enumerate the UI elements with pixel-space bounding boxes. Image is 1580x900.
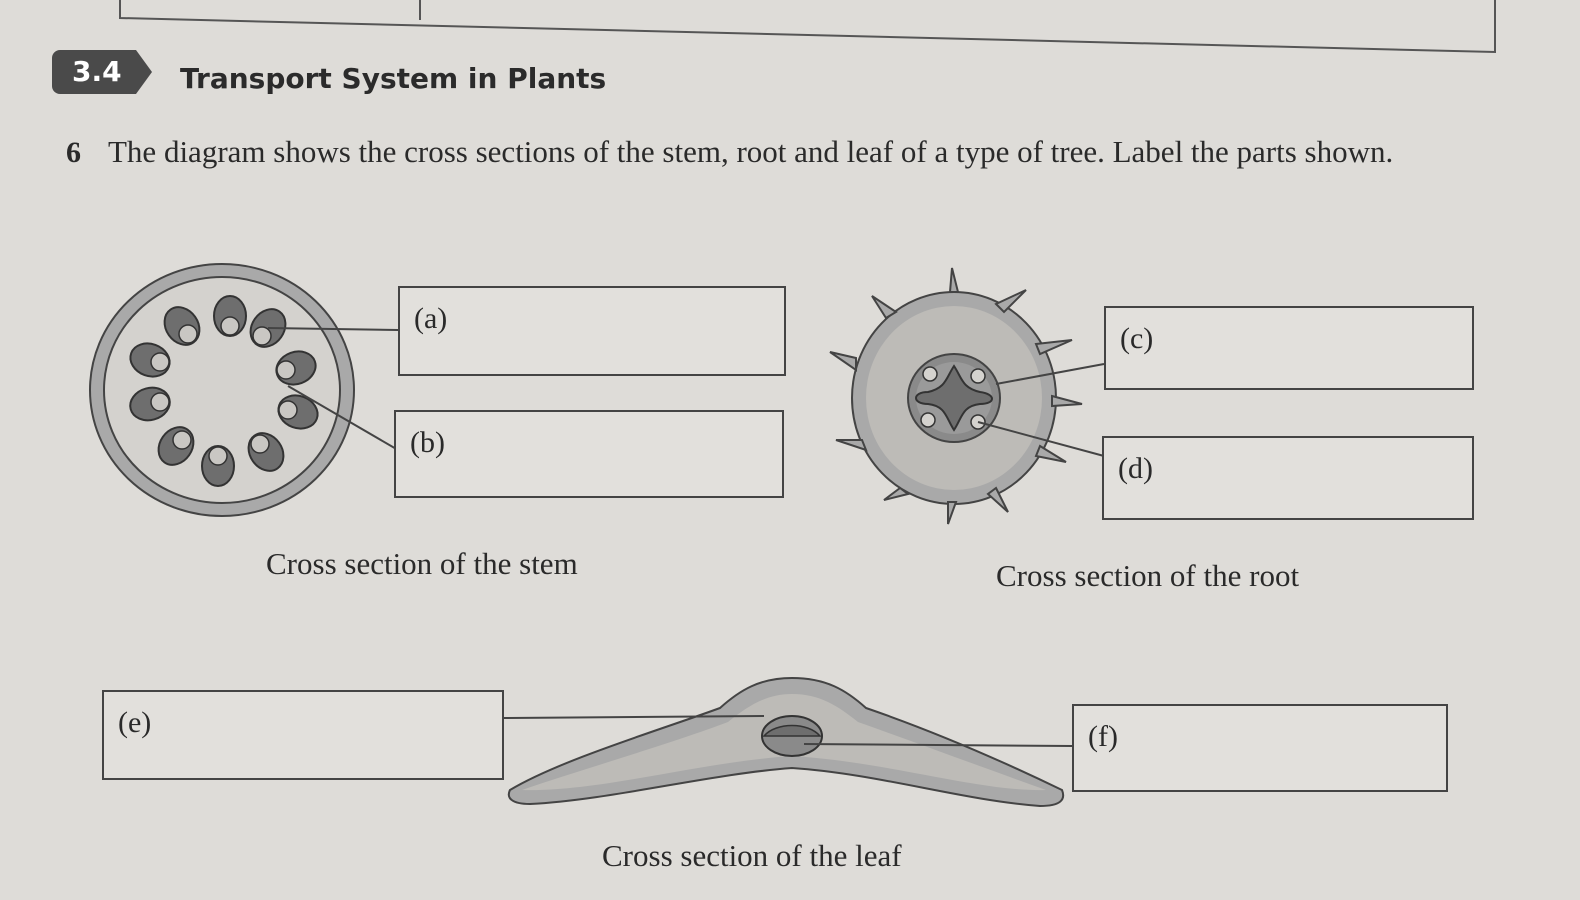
- stem-diagram: [89, 263, 399, 517]
- question-text: The diagram shows the cross sections of …: [108, 134, 1394, 169]
- label-a: (a): [414, 302, 448, 335]
- answer-box-b[interactable]: (b): [394, 410, 784, 498]
- root-diagram: [829, 267, 1105, 525]
- section-title: Transport System in Plants: [180, 62, 607, 95]
- answer-box-f[interactable]: (f): [1072, 704, 1448, 792]
- label-c: (c): [1120, 322, 1154, 355]
- leader-line-c: [995, 363, 1105, 385]
- answer-box-e[interactable]: (e): [102, 690, 504, 780]
- caption-leaf: Cross section of the leaf: [602, 838, 902, 873]
- answer-box-d[interactable]: (d): [1102, 436, 1474, 520]
- root-hairs: [829, 267, 1083, 525]
- caption-stem: Cross section of the stem: [266, 546, 578, 581]
- phloem-groups: [920, 366, 986, 430]
- xylem-star: [915, 364, 993, 432]
- question-number: 6: [66, 136, 81, 169]
- leader-line-f: [803, 743, 1073, 747]
- leaf-diagram: [503, 676, 1073, 808]
- answer-box-c[interactable]: (c): [1104, 306, 1474, 390]
- label-b: (b): [410, 426, 445, 459]
- caption-root: Cross section of the root: [996, 558, 1300, 593]
- leader-line-d: [977, 421, 1105, 457]
- answer-box-a[interactable]: (a): [398, 286, 786, 376]
- leader-line-a: [267, 327, 399, 331]
- label-f: (f): [1088, 720, 1118, 753]
- leader-line-b: [287, 385, 399, 451]
- label-d: (d): [1118, 452, 1153, 485]
- section-number-badge: 3.4: [52, 50, 152, 94]
- header-box-line: [119, 0, 1496, 54]
- leader-line-e: [503, 715, 765, 719]
- label-e: (e): [118, 706, 152, 739]
